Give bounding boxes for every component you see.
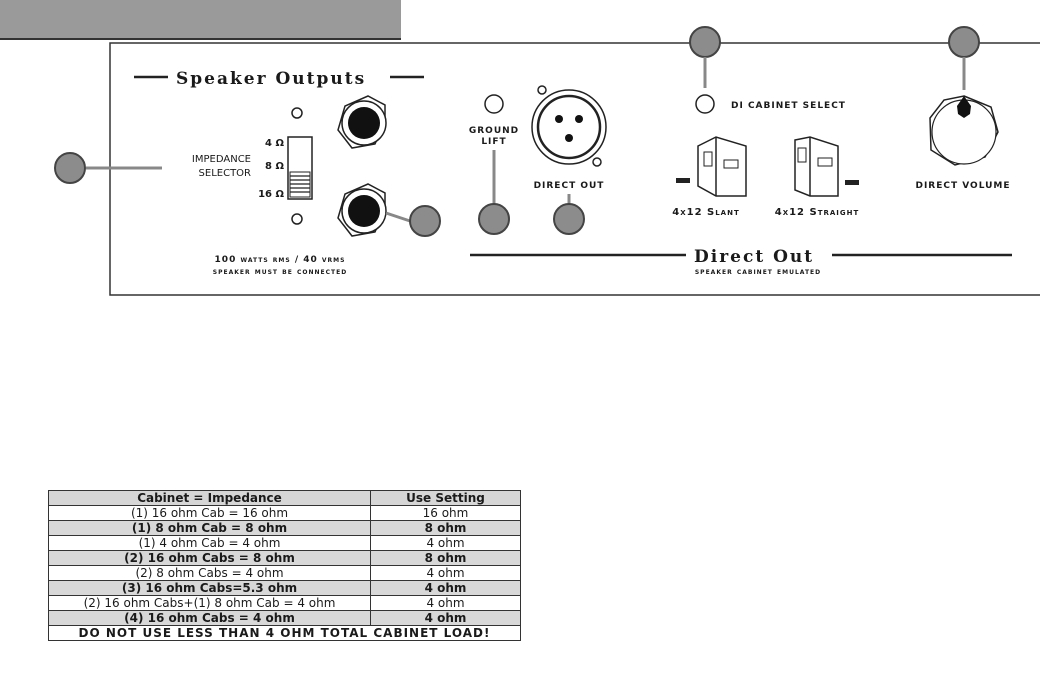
table-cell-setting: 8 ohm	[370, 520, 521, 536]
ground-lift-label-line1: GROUND	[469, 126, 519, 136]
table-header-setting: Use Setting	[370, 490, 521, 506]
table-cell-setting: 4 ohm	[370, 595, 521, 611]
screw-top	[291, 107, 303, 119]
ohm-16-label: 16 Ω	[258, 189, 284, 200]
table-cell-cabinet: (2) 16 ohm Cabs = 8 ohm	[48, 550, 371, 566]
ohm-4-label: 4 Ω	[265, 138, 284, 149]
table-warning: DO NOT USE LESS THAN 4 OHM TOTAL CABINET…	[48, 625, 521, 641]
ground-lift-callout-marker	[478, 203, 510, 235]
table-cell-setting: 4 ohm	[370, 565, 521, 581]
table-cell-cabinet: (1) 16 ohm Cab = 16 ohm	[48, 505, 371, 521]
slant-cabinet-icon	[676, 136, 747, 197]
xlr-screw-top	[537, 85, 547, 95]
direct-out-subheading: speaker cabinet emulated	[695, 267, 821, 277]
table-cell-cabinet: (1) 4 ohm Cab = 4 ohm	[48, 535, 371, 551]
table-cell-setting: 8 ohm	[370, 550, 521, 566]
impedance-table: Cabinet = Impedance Use Setting (1) 16 o…	[48, 490, 521, 641]
table-cell-cabinet: (4) 16 ohm Cabs = 4 ohm	[48, 610, 371, 626]
ohm-8-label: 8 Ω	[265, 161, 284, 172]
direct-out-jack-label: DIRECT OUT	[534, 181, 605, 191]
impedance-label-line1: IMPEDANCE	[192, 154, 251, 165]
cabinet-select-callout-marker	[689, 26, 721, 58]
title-bar	[0, 0, 401, 38]
xlr-screw-bottom	[592, 157, 602, 167]
direct-volume-label: DIRECT VOLUME	[915, 181, 1010, 191]
speaker-outputs-heading: Speaker Outputs	[176, 69, 366, 89]
table-warning-row: DO NOT USE LESS THAN 4 OHM TOTAL CABINET…	[48, 625, 521, 641]
table-cell-cabinet: (3) 16 ohm Cabs=5.3 ohm	[48, 580, 371, 596]
table-cell-setting: 4 ohm	[370, 535, 521, 551]
screw-bottom	[291, 213, 303, 225]
straight-cabinet-label: 4x12 Straight	[775, 207, 860, 218]
cabinet-select-label: DI CABINET SELECT	[731, 101, 846, 111]
impedance-label-line2: SELECTOR	[199, 168, 252, 179]
table-header-row: Cabinet = Impedance Use Setting	[48, 490, 521, 506]
ground-lift-button[interactable]	[484, 94, 504, 114]
table-cell-setting: 4 ohm	[370, 610, 521, 626]
speaker-jack-2[interactable]	[337, 183, 387, 237]
table-cell-setting: 16 ohm	[370, 505, 521, 521]
impedance-selector-switch[interactable]	[287, 136, 313, 200]
slant-cabinet-label: 4x12 Slant	[672, 207, 739, 218]
speaker-note-line1: 100 watts rms / 40 vrms	[215, 255, 346, 265]
speaker-jack-callout-marker	[409, 205, 441, 237]
speaker-jack-callout-line	[385, 211, 411, 223]
table-cell-cabinet: (2) 8 ohm Cabs = 4 ohm	[48, 565, 371, 581]
direct-volume-knob[interactable]	[929, 95, 999, 166]
straight-cabinet-icon	[794, 136, 859, 197]
table-cell-setting: 4 ohm	[370, 580, 521, 596]
table-cell-cabinet: (1) 8 ohm Cab = 8 ohm	[48, 520, 371, 536]
table-cell-cabinet: (2) 16 ohm Cabs+(1) 8 ohm Cab = 4 ohm	[48, 595, 371, 611]
direct-out-callout-marker	[553, 203, 585, 235]
ground-lift-label-line2: LIFT	[481, 137, 506, 147]
xlr-direct-out-jack[interactable]	[531, 89, 607, 165]
table-header-cabinet: Cabinet = Impedance	[48, 490, 371, 506]
cabinet-select-button[interactable]	[695, 94, 715, 114]
speaker-note-line2: speaker must be connected	[213, 267, 347, 277]
direct-volume-callout-marker	[948, 26, 980, 58]
direct-out-heading: Direct Out	[694, 247, 814, 267]
speaker-jack-1[interactable]	[337, 95, 387, 149]
impedance-callout-marker	[54, 152, 86, 184]
